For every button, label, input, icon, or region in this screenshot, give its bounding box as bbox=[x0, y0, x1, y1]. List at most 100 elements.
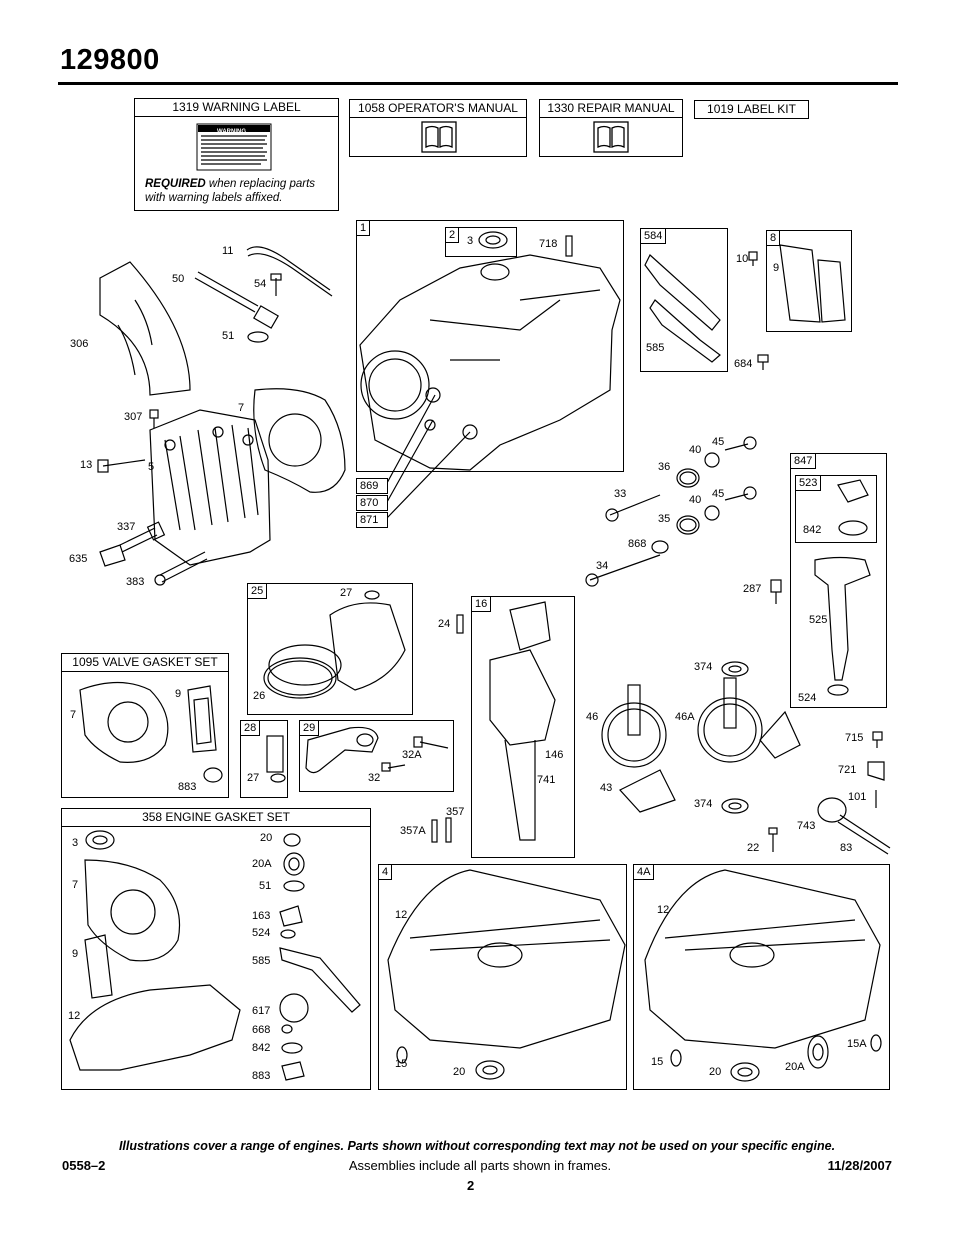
part-label: 20 bbox=[260, 832, 273, 844]
frame-29-connecting-rod bbox=[299, 720, 454, 792]
part-label: 36 bbox=[658, 461, 671, 473]
part-label: 24 bbox=[438, 618, 451, 630]
part-label: 524 bbox=[798, 692, 817, 704]
part-label: 374 bbox=[694, 661, 713, 673]
title-rule bbox=[58, 82, 898, 85]
part-label: 22 bbox=[747, 842, 760, 854]
page-number: 2 bbox=[467, 1178, 475, 1193]
operators-manual-box: 1058 OPERATOR'S MANUAL bbox=[349, 99, 527, 157]
part-label: 46 bbox=[586, 711, 599, 723]
part-label: 374 bbox=[694, 798, 713, 810]
part-label: 743 bbox=[797, 820, 816, 832]
part-label: 842 bbox=[252, 1042, 271, 1054]
valve-gasket-set-box: 1095 VALVE GASKET SET bbox=[61, 653, 229, 798]
part-label: 27 bbox=[340, 587, 353, 599]
frame-tag: 16 bbox=[471, 596, 492, 612]
part-label: 32 bbox=[368, 772, 381, 784]
frame-tag: 4A bbox=[633, 864, 655, 880]
part-label: 635 bbox=[69, 553, 88, 565]
frame-847 bbox=[790, 453, 887, 708]
part-label: 287 bbox=[743, 583, 762, 595]
part-label: 50 bbox=[172, 273, 185, 285]
repair-manual-header: 1330 REPAIR MANUAL bbox=[540, 100, 682, 118]
part-label: 26 bbox=[253, 690, 266, 702]
part-label: 7 bbox=[238, 402, 245, 414]
part-label: 883 bbox=[252, 1070, 271, 1082]
part-label: 20A bbox=[785, 1061, 805, 1073]
part-label: 7 bbox=[72, 879, 79, 891]
warning-word: WARNING bbox=[217, 129, 246, 135]
part-label: 12 bbox=[68, 1010, 81, 1022]
frame-4A-sump bbox=[633, 864, 890, 1090]
part-label: 715 bbox=[845, 732, 864, 744]
frame-2 bbox=[445, 227, 517, 257]
part-label: 27 bbox=[247, 772, 260, 784]
part-label: 163 bbox=[252, 910, 271, 922]
part-label: 883 bbox=[178, 781, 197, 793]
part-label: 9 bbox=[72, 948, 79, 960]
frame-tag: 869 bbox=[356, 478, 388, 494]
part-label: 306 bbox=[70, 338, 89, 350]
part-label: 718 bbox=[539, 238, 558, 250]
part-label: 43 bbox=[600, 782, 613, 794]
frame-tag: 29 bbox=[299, 720, 320, 736]
part-label: 20A bbox=[252, 858, 272, 870]
warning-label-header: 1319 WARNING LABEL bbox=[135, 99, 338, 117]
part-label: 585 bbox=[646, 342, 665, 354]
part-label: 842 bbox=[803, 524, 822, 536]
frame-tag: 4 bbox=[378, 864, 393, 880]
frame-28 bbox=[240, 720, 288, 798]
operators-manual-header: 1058 OPERATOR'S MANUAL bbox=[350, 100, 526, 118]
part-label: 20 bbox=[709, 1066, 722, 1078]
disclaimer: Illustrations cover a range of engines. … bbox=[118, 1139, 836, 1153]
part-label: 7 bbox=[70, 709, 77, 721]
frame-tag: 871 bbox=[356, 512, 388, 528]
part-label: 3 bbox=[467, 235, 474, 247]
part-label: 12 bbox=[657, 904, 670, 916]
part-label: 307 bbox=[124, 411, 143, 423]
label-kit-header: 1019 LABEL KIT bbox=[707, 102, 796, 116]
part-label: 9 bbox=[773, 262, 780, 274]
part-label: 15 bbox=[651, 1056, 664, 1068]
frame-tag: 28 bbox=[240, 720, 261, 736]
part-label: 868 bbox=[628, 538, 647, 550]
part-label: 40 bbox=[689, 444, 702, 456]
engine-gasket-set-header: 358 ENGINE GASKET SET bbox=[62, 809, 370, 827]
frame-584 bbox=[640, 228, 728, 372]
frame-523 bbox=[795, 475, 877, 543]
part-label: 383 bbox=[126, 576, 145, 588]
required-note: REQUIRED when replacing parts with warni… bbox=[145, 177, 335, 205]
part-label: 3 bbox=[72, 837, 79, 849]
part-label: 33 bbox=[614, 488, 627, 500]
part-label: 10 bbox=[736, 253, 749, 265]
frame-1-crankcase bbox=[356, 220, 624, 472]
part-label: 32A bbox=[402, 749, 422, 761]
frame-tag: 25 bbox=[247, 583, 268, 599]
part-label: 617 bbox=[252, 1005, 271, 1017]
part-label: 585 bbox=[252, 955, 271, 967]
part-label: 5 bbox=[148, 461, 155, 473]
frame-8 bbox=[766, 230, 852, 332]
part-label: 15A bbox=[847, 1038, 867, 1050]
part-label: 357A bbox=[400, 825, 426, 837]
part-label: 54 bbox=[254, 278, 267, 290]
frame-tag: 8 bbox=[766, 230, 781, 246]
part-label: 721 bbox=[838, 764, 857, 776]
frame-tag: 1 bbox=[356, 220, 371, 236]
part-label: 741 bbox=[537, 774, 556, 786]
doc-date: 11/28/2007 bbox=[827, 1158, 892, 1173]
valve-gasket-set-header: 1095 VALVE GASKET SET bbox=[62, 654, 228, 672]
frame-tag: 847 bbox=[790, 453, 817, 469]
part-label: 46A bbox=[675, 711, 695, 723]
part-label: 357 bbox=[446, 806, 465, 818]
part-label: 525 bbox=[809, 614, 828, 626]
part-label: 13 bbox=[80, 459, 93, 471]
part-label: 45 bbox=[712, 488, 725, 500]
part-label: 668 bbox=[252, 1024, 271, 1036]
part-label: 101 bbox=[848, 791, 867, 803]
part-label: 83 bbox=[840, 842, 853, 854]
frame-4-sump bbox=[378, 864, 627, 1090]
frame-25-piston bbox=[247, 583, 413, 715]
engine-gasket-set-box: 358 ENGINE GASKET SET bbox=[61, 808, 371, 1090]
part-label: 34 bbox=[596, 560, 609, 572]
